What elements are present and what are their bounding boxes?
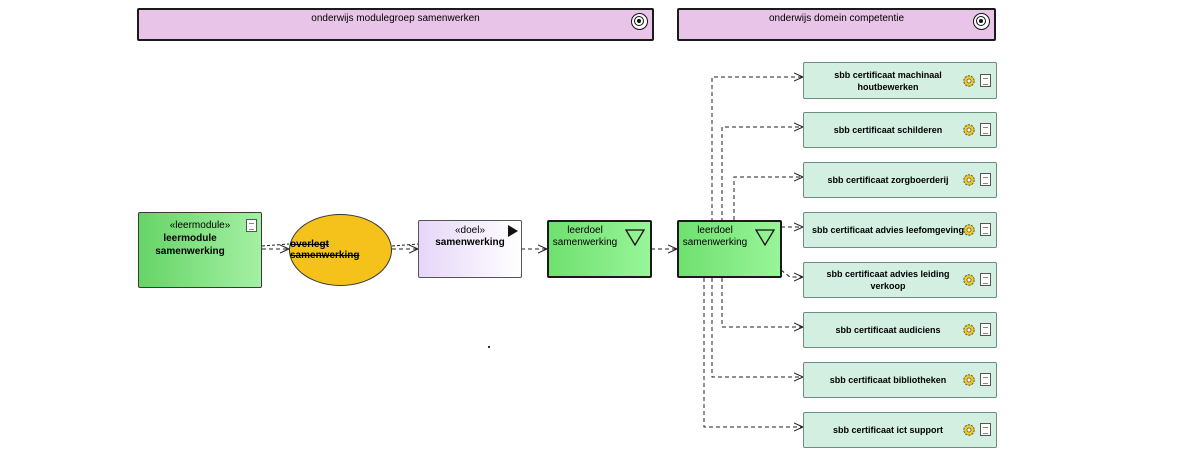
certificate-node[interactable]: sbb certificaat audiciens (803, 312, 997, 348)
certificate-node[interactable]: sbb certificaat zorgboerderij (803, 162, 997, 198)
document-icon (980, 173, 991, 186)
connector-cert-5 (780, 269, 803, 277)
group-domein-competentie[interactable]: onderwijs domein competentie (677, 8, 996, 41)
connector-cert-7 (711, 278, 803, 377)
gear-icon (963, 74, 975, 87)
triangle-down-icon (755, 229, 775, 246)
certificate-node[interactable]: sbb certificaat advies leiding verkoop (803, 262, 997, 298)
certificate-label: sbb certificaat ict support (832, 425, 944, 435)
certificate-node[interactable]: sbb certificaat advies leefomgeving (803, 212, 997, 248)
leermodule-node[interactable]: «leermodule» leermodule samenwerking (138, 212, 262, 288)
document-icon (980, 423, 991, 436)
certificate-label: sbb certificaat zorgboerderij (827, 175, 949, 185)
connector-module-ellipse-b (261, 243, 290, 247)
certificate-label: sbb certificaat advies leiding verkoop (826, 269, 950, 291)
document-icon (980, 223, 991, 236)
doel-node[interactable]: «doel» samenwerking (418, 220, 522, 278)
certificate-label: sbb certificaat schilderen (833, 125, 943, 135)
ellipse-label: overlegt samenwerking (290, 239, 360, 261)
certificate-node[interactable]: sbb certificaat ict support (803, 412, 997, 448)
leerdoel-label: leerdoel samenwerking (682, 225, 748, 248)
document-icon (980, 273, 991, 286)
flag-icon (508, 225, 518, 237)
certificate-node[interactable]: sbb certificaat machinaal houtbewerken (803, 62, 997, 99)
document-icon (980, 73, 991, 87)
gear-icon (963, 124, 975, 136)
leerdoel-node-1[interactable]: leerdoel samenwerking (547, 220, 652, 278)
document-icon (246, 219, 257, 232)
gear-icon (963, 224, 975, 236)
gear-icon (963, 374, 975, 386)
leermodule-name: leermodule samenwerking (155, 233, 225, 257)
certificate-label: sbb certificaat audiciens (835, 325, 941, 335)
connector-cert-1 (711, 77, 803, 278)
document-icon (980, 123, 991, 136)
triangle-down-icon (625, 229, 645, 246)
connector-ellipse-doel-b (391, 243, 419, 247)
gear-icon (963, 174, 975, 186)
gear-icon (963, 324, 975, 336)
group-domein-label: onderwijs domein competentie (768, 13, 905, 24)
connector-cert-8 (703, 278, 803, 427)
certificate-node[interactable]: sbb certificaat schilderen (803, 112, 997, 148)
doel-name: samenwerking (435, 237, 505, 248)
overlegt-samenwerking-node[interactable]: overlegt samenwerking (289, 214, 392, 286)
leerdoel-node-2[interactable]: leerdoel samenwerking (677, 220, 782, 278)
leerdoel-label: leerdoel samenwerking (552, 225, 618, 248)
connector-cert-3 (733, 177, 803, 220)
stray-dot (488, 346, 490, 348)
leermodule-stereotype: «leermodule» (169, 220, 231, 231)
target-icon (631, 13, 648, 30)
gear-icon (963, 424, 975, 436)
gear-icon (963, 274, 975, 286)
group-modulegroep[interactable]: onderwijs modulegroep samenwerken (137, 8, 654, 41)
document-icon (980, 323, 991, 336)
certificate-label: sbb certificaat advies leefomgeving (811, 225, 965, 235)
certificate-node[interactable]: sbb certificaat bibliotheken (803, 362, 997, 398)
target-icon (973, 13, 990, 30)
certificate-label: sbb certificaat machinaal houtbewerken (834, 69, 942, 92)
certificate-label: sbb certificaat bibliotheken (829, 375, 947, 385)
document-icon (980, 373, 991, 386)
connector-cert-6 (721, 278, 803, 327)
group-modulegroep-label: onderwijs modulegroep samenwerken (311, 13, 480, 24)
doel-stereotype: «doel» (454, 225, 486, 236)
